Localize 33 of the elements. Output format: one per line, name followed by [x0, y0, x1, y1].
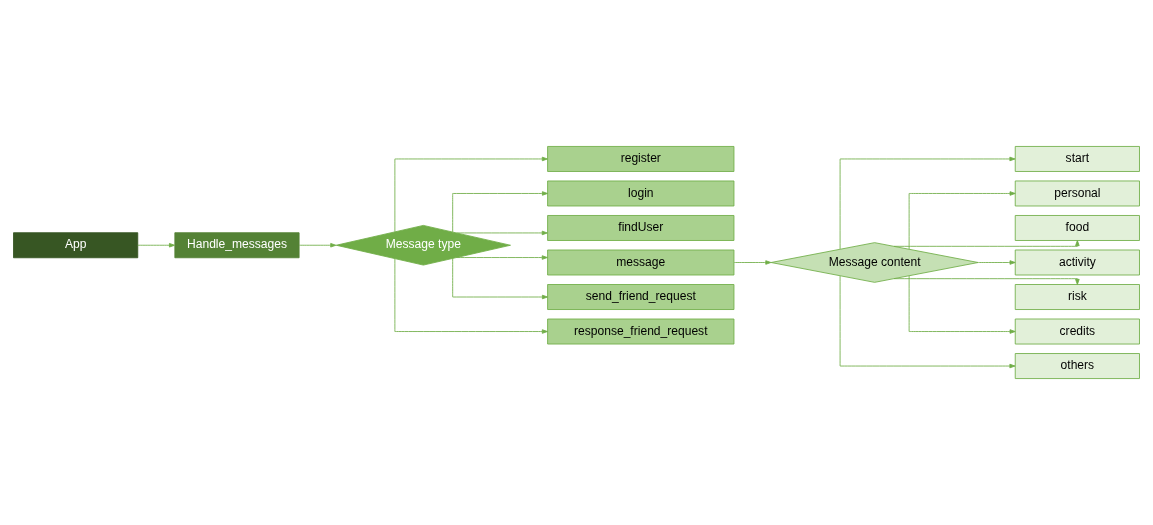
- node-box: others: [1014, 353, 1140, 379]
- node-box: response_friend_request: [547, 318, 735, 345]
- node-box: App: [13, 232, 139, 259]
- arrow: [908, 191, 1016, 250]
- arrow: [298, 243, 337, 248]
- arrow: [839, 156, 1016, 250]
- node-box: send_friend_request: [547, 284, 735, 310]
- arrow: [394, 156, 548, 233]
- node-box: food: [1014, 215, 1140, 241]
- arrow: [394, 258, 548, 334]
- node-box: findUser: [547, 215, 735, 241]
- node-box: start: [1014, 146, 1140, 172]
- node-diamond: Message content: [770, 242, 979, 283]
- arrow: [452, 258, 548, 300]
- node-box: login: [547, 180, 735, 207]
- node-box: personal: [1014, 180, 1140, 207]
- node-box: message: [547, 249, 735, 276]
- node-box: credits: [1014, 318, 1140, 345]
- arrow: [733, 260, 772, 265]
- arrow: [137, 243, 176, 248]
- node-diamond: Message type: [335, 224, 511, 266]
- arrow: [977, 260, 1016, 265]
- arrow: [893, 278, 1080, 285]
- node-box: risk: [1014, 284, 1140, 310]
- arrow: [456, 230, 548, 236]
- arrow: [839, 275, 1016, 369]
- arrow: [456, 255, 548, 260]
- node-box: register: [547, 146, 735, 172]
- node-box: Handle_messages: [174, 232, 300, 259]
- node-box: activity: [1014, 249, 1140, 276]
- arrow: [893, 240, 1080, 247]
- arrow: [908, 275, 1016, 334]
- arrow: [452, 191, 548, 233]
